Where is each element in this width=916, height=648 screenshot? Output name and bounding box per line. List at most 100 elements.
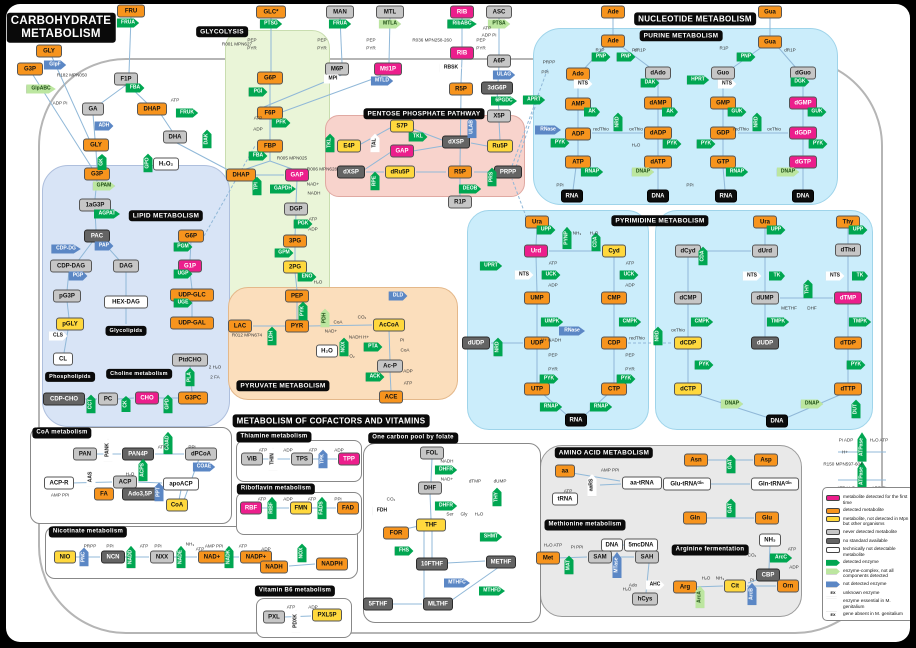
- label-pyr: PYR: [476, 45, 486, 51]
- metabolite-dadp: dADP: [644, 126, 672, 140]
- label-r005-mpn025: R005 MPN025: [276, 155, 308, 161]
- metabolite-dctp: dCTP: [674, 382, 702, 396]
- enzyme-glpabc: GlpABC: [26, 84, 56, 94]
- metabolite-hcys: hCys: [632, 592, 658, 606]
- arr-abs-swatch: EX: [826, 611, 840, 618]
- enzyme-pyk: PYK: [846, 360, 866, 370]
- legend-item-label: detected enzyme: [843, 559, 879, 565]
- label-adp: ADP: [308, 604, 318, 610]
- metabolite-urd: Urd: [524, 244, 548, 258]
- label-pyr: PYR: [247, 45, 257, 51]
- enzyme-gpm: GPM: [274, 248, 294, 258]
- enzyme-mthfc: MTHFC: [444, 578, 470, 588]
- label-nadh: NADH: [440, 458, 454, 464]
- label-ppi: PPi: [106, 543, 114, 549]
- label-dtmp: dTMP: [468, 478, 482, 484]
- metabolite-dna: DNA: [601, 538, 623, 552]
- label-coa: CoA: [400, 347, 410, 353]
- metabolite-rna: RNA: [715, 189, 737, 203]
- label-nad+: NAD+: [324, 328, 338, 334]
- enzyme-tk: TK: [769, 271, 785, 281]
- metabolite-rbf: RBF: [240, 501, 262, 515]
- metabolite-dudp: dUDP: [462, 336, 490, 350]
- enzyme-upp: UPP: [536, 225, 556, 235]
- label-h-o: H₂O: [125, 471, 135, 477]
- section-title-pyruvate-metabolism: PYRUVATE METABOLISM: [236, 380, 330, 392]
- enzyme-glpf: GlpF: [43, 60, 67, 70]
- legend-item-arr-ess: enzyme essential in M. genitalium: [826, 598, 910, 609]
- metabolite-ga: GA: [82, 102, 104, 116]
- arr-gn-swatch: [826, 559, 840, 566]
- metabolite-s7p: S7P: [390, 119, 414, 133]
- metabolite-mtl: MTL: [376, 5, 404, 19]
- metabolite-dado: dAdo: [645, 66, 671, 80]
- label-atp: ATP: [482, 25, 492, 31]
- metabolite-glu: Glu: [755, 511, 779, 525]
- label-r001-mpn627: R001 MPN627: [221, 41, 253, 47]
- legend-item-box-wh: technically not detectable metabolite: [826, 546, 910, 557]
- enzyme-pgp: PGP: [68, 271, 88, 281]
- enzyme-dgk: DGK: [790, 77, 810, 87]
- section-title-vitamin-b6-metabolism: Vitamin B6 metabolism: [254, 585, 336, 597]
- enzyme-frua: FRUA: [328, 19, 352, 29]
- legend-item-label: metabolite, not detected in Mpn but othe…: [843, 515, 909, 527]
- enzyme-tmpk: TMPK: [766, 317, 790, 327]
- label-dr1p: dR1P: [784, 47, 796, 53]
- enzyme-cmpk: CMPK: [618, 317, 642, 327]
- enzyme-ptsg: PTSG: [259, 19, 283, 29]
- label-atp: ATP: [307, 496, 317, 502]
- enzyme-6pgdc: 6PGDC: [491, 96, 517, 106]
- metabolite-mtl1p: Mtl1P: [374, 62, 402, 76]
- metabolite-apoacp: apoACP: [163, 477, 199, 491]
- enzyme-hprt: HPRT: [686, 75, 710, 85]
- metabolite-x5p: X5P: [487, 109, 511, 123]
- label-adp: ADP: [548, 282, 558, 288]
- metabolite-10fthf: 10FTHF: [416, 557, 448, 571]
- label-r012-mpn674: R012 MPN674: [231, 332, 263, 338]
- enzyme-uprt: UPRT: [479, 261, 503, 271]
- section-title-arginine-fermentation: Arginine fermentation: [671, 544, 749, 556]
- metabolite-cho: CHO: [135, 391, 159, 405]
- metabolite-pg3p: pG3P: [53, 289, 81, 303]
- metabolite-lac: LAC: [228, 319, 252, 333]
- enzyme-tkl: TKL: [408, 132, 428, 142]
- label-gly: Gly: [460, 511, 468, 517]
- label-r036-mpn258-260: R036 MPN258-260: [412, 37, 452, 43]
- metabolite-accoa: AcCoA: [373, 318, 405, 332]
- label-atp: ATP: [308, 447, 318, 453]
- metabolite-dcdp: dCDP: [674, 336, 702, 350]
- enzyme-fba: FBA: [248, 151, 268, 161]
- label-dr1p: dR1P: [634, 47, 646, 53]
- label-redthio: redThio: [593, 126, 609, 132]
- metabolite-nadph: NADPH: [316, 557, 348, 571]
- enzyme-ribabc: RibABC: [447, 19, 477, 29]
- enzyme-fba: FBA: [125, 83, 145, 93]
- metabolite-acp-r: ACP-R: [44, 476, 74, 490]
- metabolite-dpcoa: dPCoA: [185, 447, 217, 461]
- label-pyr: PYR: [366, 45, 376, 51]
- label-dhf: DHF: [807, 305, 817, 311]
- enzyme-pta: PTA: [363, 342, 383, 352]
- metabolite-nio: NIO: [54, 550, 76, 564]
- enzyme-agpat: AGPAT: [94, 209, 120, 219]
- section-title-choline-metabolism: Choline metabolism: [106, 368, 172, 380]
- label-pyr: PYR: [317, 45, 327, 51]
- enzyme-pfk: PFK: [271, 118, 291, 128]
- metabolite-ade: Ade: [601, 34, 625, 48]
- enzyme-shmt: SHMT: [479, 532, 503, 542]
- label-nh: NH₃: [715, 575, 725, 581]
- metabolite-datp: dATP: [644, 155, 672, 169]
- metabolite-dag: DAG: [113, 259, 139, 273]
- label-ppi: PPi: [541, 69, 549, 75]
- metabolite-fol: FOL: [420, 446, 444, 460]
- label-atp: ATP: [253, 115, 263, 121]
- label-coa: CoA: [333, 319, 343, 325]
- enzyme-tk: TK: [852, 271, 868, 281]
- label-r1p: R1P: [595, 47, 605, 53]
- legend-item-box-dg: no standard available: [826, 538, 910, 545]
- metabolite-arg: Arg: [673, 580, 697, 594]
- metabolite-dhap: DHAP: [226, 168, 256, 182]
- section-title-methionine-metabolism: Methionine metabolism: [544, 519, 626, 531]
- enzyme-pyk: PYK: [694, 360, 714, 370]
